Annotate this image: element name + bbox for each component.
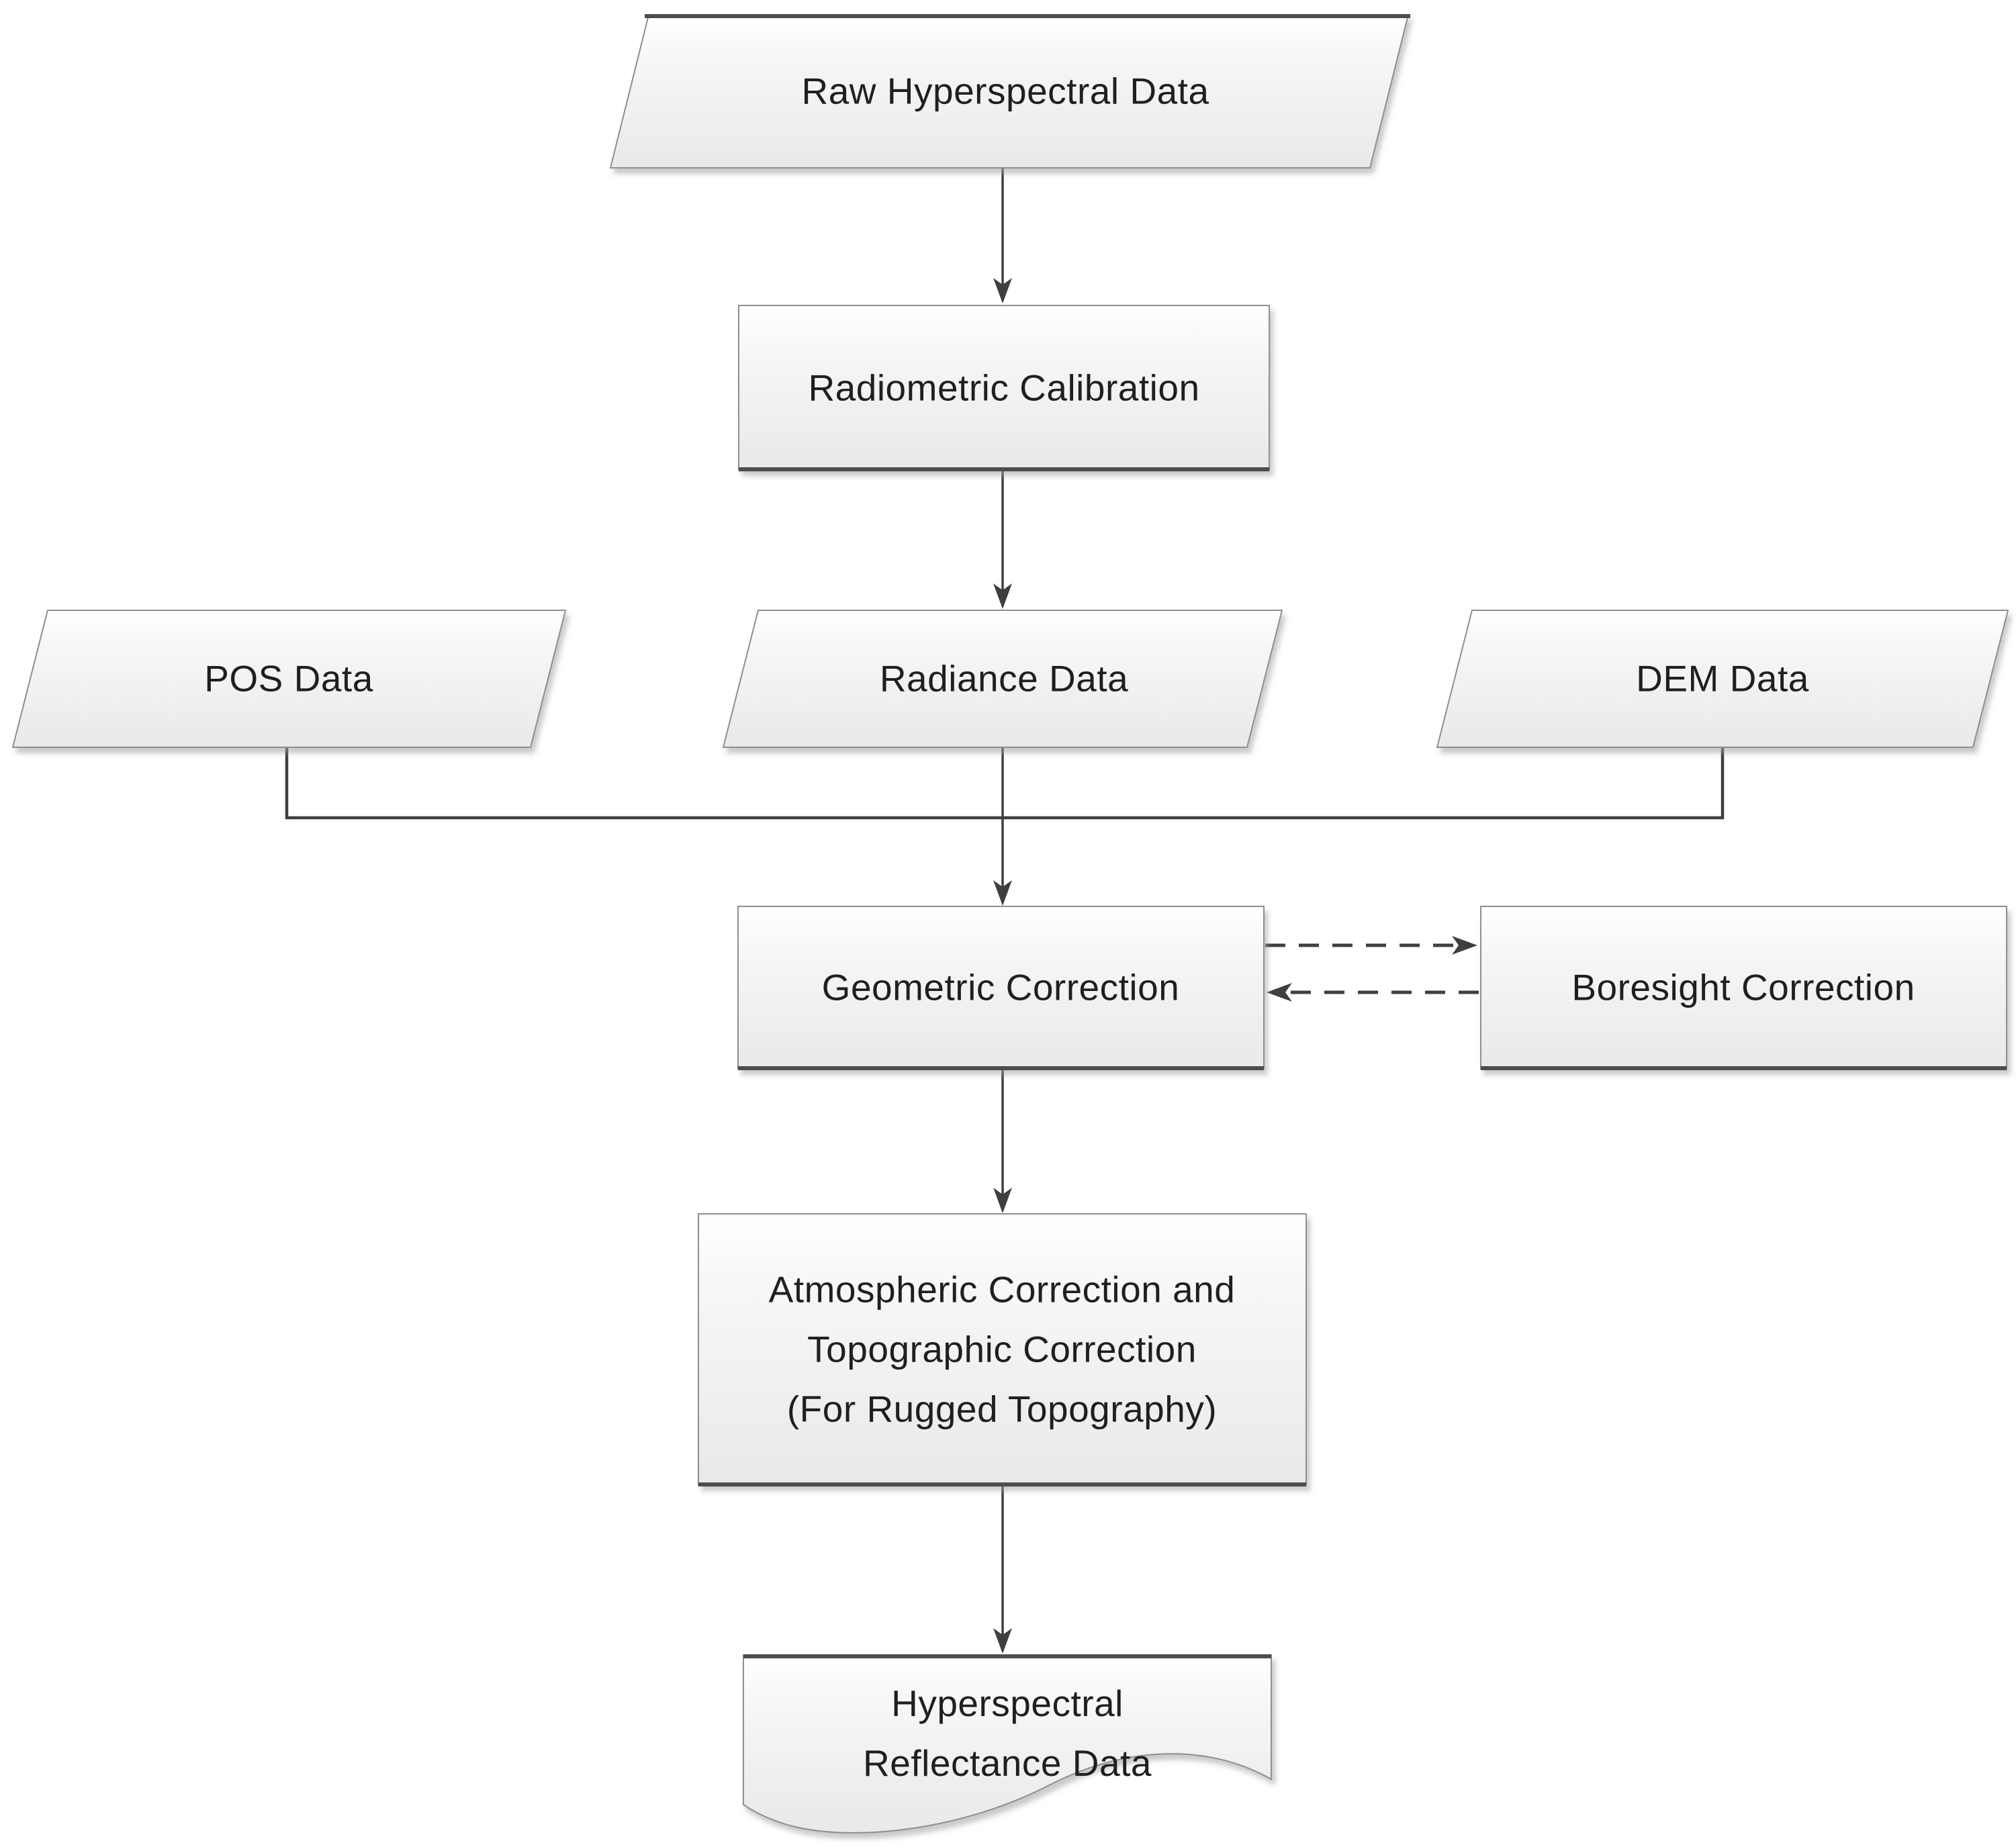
geometric-correction-node-label: Geometric Correction [821, 966, 1180, 1008]
arrowhead-into-geometric [993, 880, 1012, 906]
arrowhead-into-output [993, 1628, 1012, 1654]
raw-data-node-label: Raw Hyperspectral Data [801, 70, 1209, 112]
arrowhead-into-boresight [1452, 936, 1477, 955]
atmospheric-correction-node-label: Atmospheric Correction and Topographic C… [769, 1260, 1236, 1439]
atmospheric-label-line-3: (For Rugged Topography) [786, 1388, 1218, 1430]
atmospheric-label-line-2: Topographic Correction [807, 1328, 1197, 1370]
radiometric-calibration-node-shape [738, 305, 1270, 471]
radiometric-calibration-node-label: Radiometric Calibration [808, 367, 1200, 409]
edge-collector-pos-dem [285, 747, 1725, 820]
output-document-node-label: Hyperspectral Reflectance Data [863, 1674, 1152, 1793]
pos-data-node-shape [11, 610, 567, 748]
atmospheric-label-line-1: Atmospheric Correction and [768, 1268, 1236, 1311]
geometric-correction-node-shape [737, 906, 1265, 1070]
output-label-line-1: Hyperspectral [891, 1682, 1124, 1724]
radiance-data-node-shape [722, 610, 1283, 748]
arrowhead-into-radiometric [993, 278, 1012, 303]
output-label-line-2: Reflectance Data [863, 1742, 1152, 1784]
output-document-node-shape [743, 1654, 1272, 1834]
boresight-correction-node-label: Boresight Correction [1571, 966, 1915, 1008]
arrowhead-back-into-geometric [1267, 983, 1292, 1002]
boresight-correction-node-shape [1480, 906, 2007, 1070]
arrowhead-into-atmospheric [993, 1188, 1012, 1213]
dem-data-node-shape [1436, 610, 2009, 748]
pos-data-node-label: POS Data [204, 657, 373, 700]
arrowhead-into-radiance [993, 583, 1012, 609]
dem-data-node-label: DEM Data [1636, 657, 1809, 700]
radiance-data-node-label: Radiance Data [879, 657, 1129, 700]
